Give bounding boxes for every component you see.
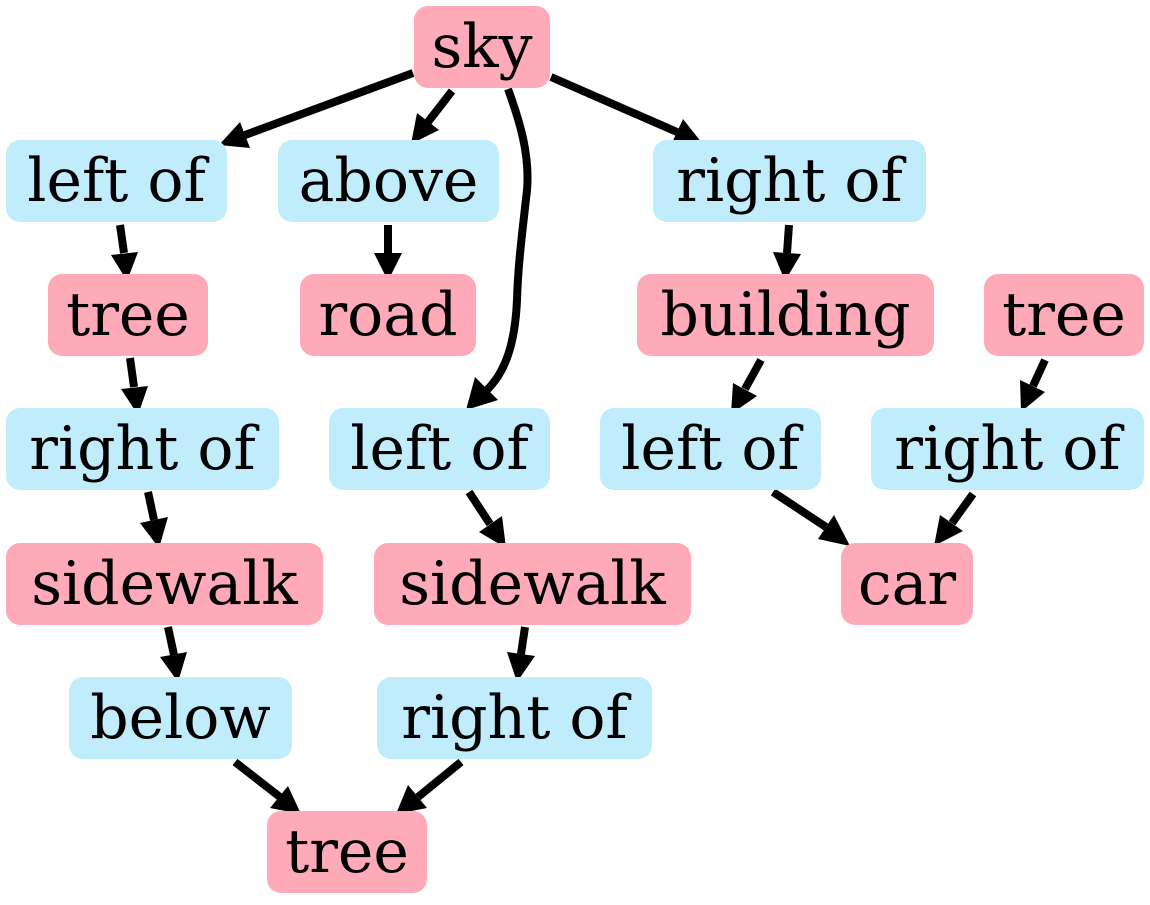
- node-right-of-3: right of: [871, 408, 1144, 490]
- edge-right-of-tree: [396, 758, 464, 814]
- node-right-of-4: right of: [377, 677, 652, 759]
- node-right-of-1: right of: [653, 140, 926, 222]
- node-sidewalk-1: sidewalk: [6, 543, 323, 625]
- edge-right-of-sidewalk: [140, 491, 168, 548]
- node-sky: sky: [414, 6, 550, 88]
- node-left-of-1: left of: [6, 140, 227, 222]
- node-left-of-3: left of: [600, 408, 821, 490]
- node-sidewalk-2: sidewalk: [374, 543, 691, 625]
- edge-tree-right-of-right: [1020, 358, 1049, 412]
- edge-tree-right-of: [121, 357, 148, 415]
- edge-below-tree: [232, 758, 301, 814]
- edge-sky-above: [411, 88, 456, 144]
- node-above: above: [278, 140, 499, 222]
- edge-building-left-of: [731, 358, 765, 414]
- node-tree-2: tree: [984, 274, 1144, 356]
- node-tree-1: tree: [48, 274, 208, 356]
- edge-sky-right-of: [549, 73, 702, 145]
- edge-sidewalk-right-of: [507, 626, 535, 682]
- node-below: below: [69, 677, 292, 759]
- edge-right-of-building: [773, 224, 801, 281]
- edge-sky-left-of-middle: [466, 87, 532, 410]
- node-building: building: [637, 274, 934, 356]
- node-road: road: [300, 274, 476, 356]
- node-tree-3: tree: [267, 811, 427, 893]
- edge-left-of-sidewalk: [465, 489, 506, 548]
- node-car: car: [841, 543, 973, 625]
- node-left-of-2: left of: [329, 408, 550, 490]
- edge-sidewalk-below: [160, 626, 187, 682]
- edge-above-road: [374, 225, 402, 281]
- node-right-of-2: right of: [6, 408, 279, 490]
- edge-sky-left-of: [219, 69, 415, 148]
- edge-right-of-car: [934, 491, 977, 546]
- edge-left-of-tree: [111, 224, 138, 281]
- edge-left-of-car: [770, 488, 850, 546]
